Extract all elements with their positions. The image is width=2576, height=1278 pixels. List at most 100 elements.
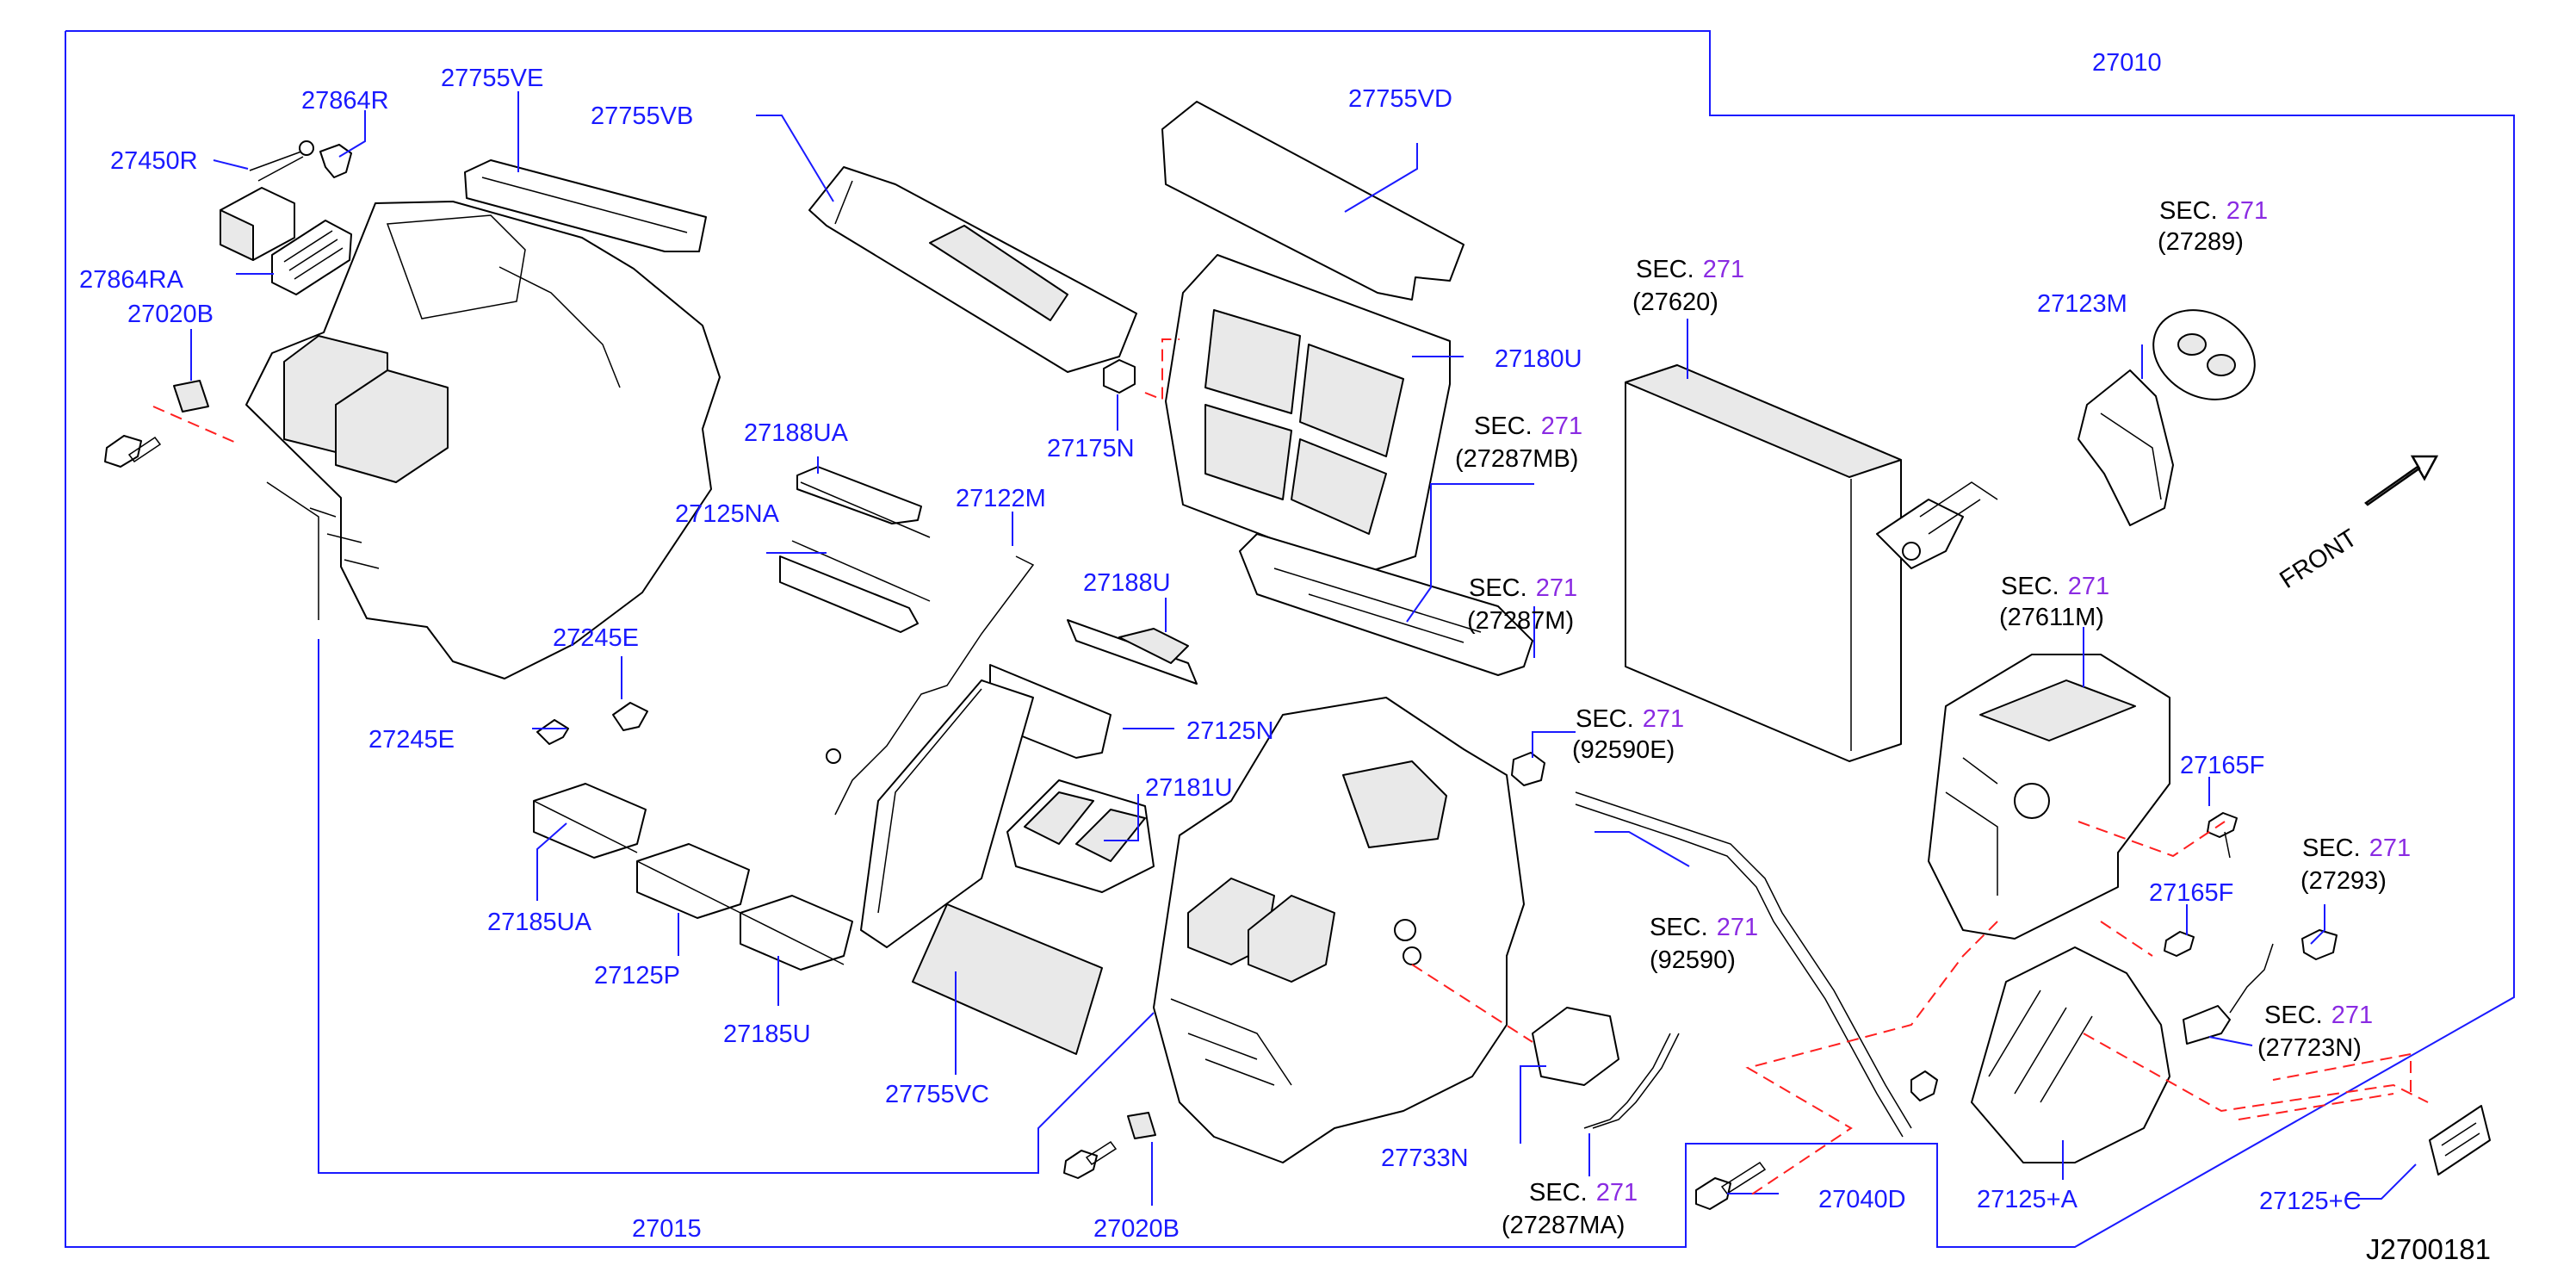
cap-27175n <box>1103 359 1136 394</box>
clamp-92590e <box>1511 752 1545 786</box>
svg-text:(27287M): (27287M) <box>1467 607 1574 635</box>
screw-left <box>104 435 162 468</box>
blower-case-27611m <box>1928 654 2170 940</box>
hose-27287ma <box>1583 1033 1680 1129</box>
clip-27020b-bottom <box>1127 1112 1156 1139</box>
label-27020b-top: 27020B <box>127 301 214 328</box>
screw-27165f-a <box>2207 812 2238 859</box>
svg-text:SEC.271: SEC.271 <box>2264 1002 2373 1029</box>
label-27165f-b: 27165F <box>2149 879 2233 907</box>
heater-case-left-half <box>245 201 721 679</box>
sec-ref-27287m: SEC.271 (27287M) <box>1467 574 1577 635</box>
duct-27755ve <box>464 159 707 252</box>
grommet-27289 <box>2152 309 2256 400</box>
heater-case-right-half <box>1153 697 1525 1163</box>
svg-text:(27287MB): (27287MB) <box>1455 445 1578 473</box>
connector-27293 <box>2301 929 2338 960</box>
sec-ref-27620: SEC.271 (27620) <box>1632 256 1744 316</box>
label-27010: 27010 <box>2092 49 2162 77</box>
svg-text:(27287MA): (27287MA) <box>1502 1212 1625 1239</box>
drawing-code: J2700181 <box>2366 1233 2491 1265</box>
filter-27755vc <box>912 903 1103 1055</box>
svg-text:(27723N): (27723N) <box>2257 1034 2362 1062</box>
svg-text:SEC.271: SEC.271 <box>1636 256 1744 283</box>
label-27175n: 27175N <box>1047 435 1135 462</box>
sec-ref-27289: SEC.271 (27289) <box>2158 197 2268 256</box>
label-27755ve: 27755VE <box>441 65 543 92</box>
sensor-clip-27864r <box>249 140 352 182</box>
label-27125p: 27125P <box>594 962 680 990</box>
front-arrow-icon <box>2364 455 2439 506</box>
label-27245e-a: 27245E <box>553 624 639 652</box>
svg-text:(27289): (27289) <box>2158 228 2244 256</box>
svg-text:(92590): (92590) <box>1650 946 1736 974</box>
actuator-27733n <box>1532 1007 1619 1086</box>
sec-ref-27293: SEC.271 (27293) <box>2300 834 2411 895</box>
label-27181u: 27181U <box>1145 774 1233 802</box>
label-27864r: 27864R <box>301 87 389 115</box>
frame-27180u <box>1165 254 1451 574</box>
screw-27165f-b <box>2164 931 2195 957</box>
label-27015: 27015 <box>632 1215 702 1243</box>
aspirator-27450r <box>220 187 295 261</box>
door-27188ua <box>796 466 931 538</box>
svg-text:SEC.271: SEC.271 <box>1469 574 1577 602</box>
door-27125na <box>779 540 931 633</box>
label-27125n: 27125N <box>1186 717 1274 745</box>
section-references: SEC.271 (27620) SEC.271 (27289) SEC.271 … <box>1455 197 2411 1239</box>
part-number-labels: 27010 27755VE 27864R 27755VB 27755VD 274… <box>79 49 2362 1243</box>
bolt-27040d <box>1695 1161 1767 1210</box>
label-27188u: 27188U <box>1083 569 1171 597</box>
svg-text:SEC.271: SEC.271 <box>2001 573 2109 600</box>
sec-ref-27287ma: SEC.271 (27287MA) <box>1502 1179 1638 1239</box>
door-27125p <box>636 843 750 919</box>
leader-lines <box>190 91 2417 1206</box>
case-lower-27125a <box>1971 946 2170 1163</box>
svg-text:(92590E): (92590E) <box>1572 736 1675 764</box>
svg-text:SEC.271: SEC.271 <box>1650 914 1758 941</box>
svg-text:SEC.271: SEC.271 <box>1576 705 1684 733</box>
label-27020b-bottom: 27020B <box>1093 1215 1180 1243</box>
svg-text:SEC.271: SEC.271 <box>2302 834 2411 862</box>
front-label: FRONT <box>2275 524 2362 593</box>
svg-text:SEC.271: SEC.271 <box>1529 1179 1638 1207</box>
label-27733n: 27733N <box>1381 1145 1469 1172</box>
door-27181u <box>1006 779 1155 893</box>
label-27188ua: 27188UA <box>744 419 849 447</box>
evaporator-core-27620 <box>1625 364 1998 762</box>
assembly-27015-boundary <box>318 639 1155 1174</box>
door-27188u <box>1067 619 1198 685</box>
svg-text:(27620): (27620) <box>1632 288 1718 316</box>
door-27185ua <box>533 783 647 859</box>
label-27122m: 27122M <box>956 485 1046 512</box>
label-27185ua: 27185UA <box>487 909 592 936</box>
panel-center <box>860 679 1034 948</box>
sec-ref-27611m: SEC.271 (27611M) <box>1999 573 2109 631</box>
assembly-27010-boundary <box>65 30 2515 1248</box>
duct-27287m <box>1239 533 1533 676</box>
cover-27755vd <box>1161 101 1464 301</box>
sec-ref-92590e: SEC.271 (92590E) <box>1572 705 1684 764</box>
label-27040d: 27040D <box>1818 1186 1906 1213</box>
label-27755vc: 27755VC <box>885 1081 989 1108</box>
bracket-27123m <box>2078 369 2174 526</box>
sensor-27864ra <box>271 220 352 295</box>
svg-text:(27611M): (27611M) <box>1999 604 2104 631</box>
door-27185u <box>740 895 853 971</box>
label-27755vd: 27755VD <box>1348 85 1452 113</box>
sec-ref-27723n: SEC.271 (27723N) <box>2257 1002 2373 1062</box>
label-27185u: 27185U <box>723 1021 811 1048</box>
svg-text:(27293): (27293) <box>2300 867 2387 895</box>
label-27755vb: 27755VB <box>591 102 693 130</box>
svg-text:SEC.271: SEC.271 <box>1474 413 1582 440</box>
svg-text:SEC.271: SEC.271 <box>2159 197 2268 225</box>
label-27123m: 27123M <box>2037 290 2127 318</box>
sec-ref-27287mb: SEC.271 (27287MB) <box>1455 413 1582 473</box>
sec-ref-92590: SEC.271 (92590) <box>1650 914 1758 974</box>
label-27165f-a: 27165F <box>2180 752 2264 779</box>
clip-27020b-top <box>173 380 209 413</box>
label-27125c: 27125+C <box>2259 1188 2362 1215</box>
label-27450r: 27450R <box>110 147 198 175</box>
link-27122m <box>826 555 1035 816</box>
